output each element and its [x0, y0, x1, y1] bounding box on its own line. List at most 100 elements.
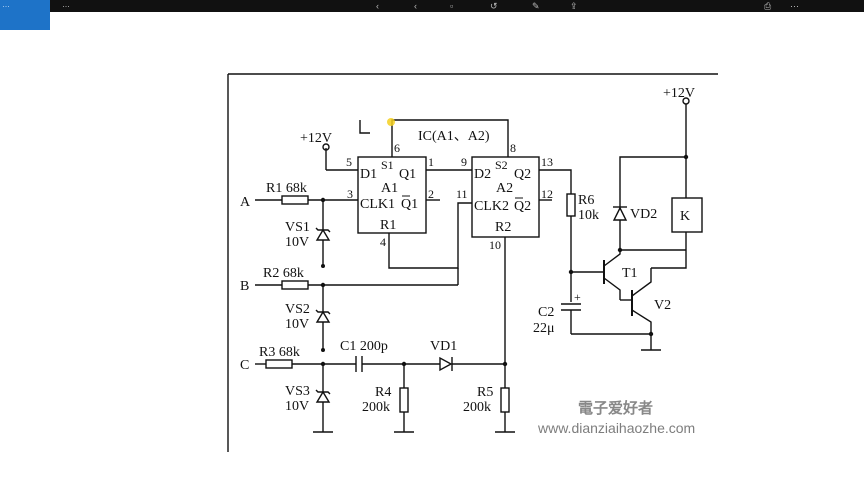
label-c2: C2 — [538, 305, 554, 320]
cursor-highlight — [387, 118, 395, 126]
pin-8: 8 — [510, 141, 516, 155]
junction — [568, 269, 574, 275]
input-b: B — [240, 279, 249, 294]
v2-emitter — [631, 309, 652, 350]
label-c2-val: 22μ — [533, 321, 555, 336]
a2-name: A2 — [496, 181, 513, 196]
label-v2: V2 — [654, 298, 671, 313]
pen-icon[interactable]: ✎ — [532, 1, 540, 11]
pin-13: 13 — [541, 155, 553, 169]
pin-1: 1 — [428, 155, 434, 169]
toolbar: … … ‹ ‹ ▫ ↺ ✎ ⇪ ⎙ ⋯ — [0, 0, 864, 30]
terminal-12v-left — [322, 143, 330, 151]
label-vs3-v: 10V — [285, 399, 309, 414]
label-r4-val: 200k — [362, 400, 390, 415]
junction — [502, 361, 508, 367]
rotate-icon[interactable]: ↺ — [490, 1, 498, 11]
junction — [617, 247, 623, 253]
wire-clk2-r1 — [388, 202, 472, 269]
toolbar-button-label: … — [2, 0, 10, 9]
resistor-r5 — [500, 387, 510, 413]
print-icon[interactable]: ⎙ — [764, 1, 772, 11]
a1-qbar: Q1 — [401, 197, 418, 212]
t1-collector — [603, 250, 621, 267]
t1-emitter — [603, 277, 621, 300]
pin-6: 6 — [394, 141, 400, 155]
label-r6: R6 — [578, 193, 594, 208]
label-vd1: VD1 — [430, 339, 457, 354]
wire-ic-top — [391, 119, 509, 157]
pin-4: 4 — [380, 235, 386, 249]
label-c2-plus: + — [574, 290, 581, 304]
pin-11: 11 — [456, 187, 468, 201]
label-r5: R5 — [477, 385, 493, 400]
pin-5: 5 — [346, 155, 352, 169]
label-vs1: VS1 — [285, 220, 310, 235]
zener-vs1 — [315, 228, 331, 241]
pin-3: 3 — [347, 187, 353, 201]
resistor-r6 — [566, 193, 576, 217]
a2-q: Q2 — [514, 167, 531, 182]
label-r5-val: 200k — [463, 400, 491, 415]
v2-collector — [631, 268, 652, 297]
zener-vs1-bar — [315, 227, 331, 233]
label-r6-val: 10k — [578, 208, 599, 223]
label-vs2-v: 10V — [285, 317, 309, 332]
forward-icon[interactable]: ‹ — [414, 1, 417, 11]
label-vd2: VD2 — [630, 207, 657, 222]
junction — [320, 282, 326, 288]
input-c: C — [240, 358, 249, 373]
a2-s: S2 — [495, 158, 508, 172]
junction — [320, 197, 326, 203]
resistor-r2 — [281, 280, 309, 290]
label-ic: IC(A1、A2) — [418, 129, 490, 144]
a2-clk: CLK2 — [474, 199, 509, 214]
a1-r: R1 — [380, 218, 396, 233]
label-12v-left: +12V — [300, 131, 332, 146]
label-vs1-v: 10V — [285, 235, 309, 250]
resistor-r1 — [281, 195, 309, 205]
label-t1: T1 — [622, 266, 638, 281]
label-vs2: VS2 — [285, 302, 310, 317]
more-icon[interactable]: ⋯ — [790, 1, 799, 11]
junction — [683, 154, 689, 160]
wire-gnd-stub — [359, 120, 370, 134]
wire-v2-relay — [651, 232, 687, 269]
zener-vs3-bar — [315, 389, 331, 395]
pin-2: 2 — [428, 187, 434, 201]
crop-icon[interactable]: ▫ — [450, 1, 454, 11]
resistor-r4 — [399, 387, 409, 413]
pin-9: 9 — [461, 155, 467, 169]
wire-q2-r6 — [539, 169, 572, 194]
diode-vd2 — [612, 206, 628, 221]
a1-s: S1 — [381, 158, 394, 172]
label-relay: K — [680, 209, 690, 224]
relay-k — [671, 197, 703, 233]
junction — [401, 361, 407, 367]
zener-vs3 — [315, 390, 331, 403]
terminal-12v-right — [682, 97, 690, 105]
a1-clk: CLK1 — [360, 197, 395, 212]
junction — [321, 264, 325, 268]
zener-vs2-bar — [315, 309, 331, 315]
label-c1: C1 200p — [340, 339, 388, 354]
watermark-cn: 電子爱好者 — [578, 399, 653, 417]
junction — [321, 348, 325, 352]
label-vs3: VS3 — [285, 384, 310, 399]
label-r1: R1 68k — [266, 181, 307, 196]
share-icon[interactable]: ⇪ — [570, 1, 578, 11]
a1-d: D1 — [360, 167, 377, 182]
watermark-url: www.dianziaihaozhe.com — [537, 420, 695, 436]
pin-12: 12 — [541, 187, 553, 201]
toolbar-button[interactable] — [0, 0, 50, 30]
a1-q: Q1 — [399, 167, 416, 182]
label-r3: R3 68k — [259, 345, 300, 360]
a2-r: R2 — [495, 220, 511, 235]
label-r4: R4 — [375, 385, 391, 400]
toolbar-label: … — [62, 0, 70, 9]
a2-d: D2 — [474, 167, 491, 182]
back-icon[interactable]: ‹ — [376, 1, 379, 11]
pin-10: 10 — [489, 238, 501, 252]
diode-vd1 — [439, 356, 453, 372]
